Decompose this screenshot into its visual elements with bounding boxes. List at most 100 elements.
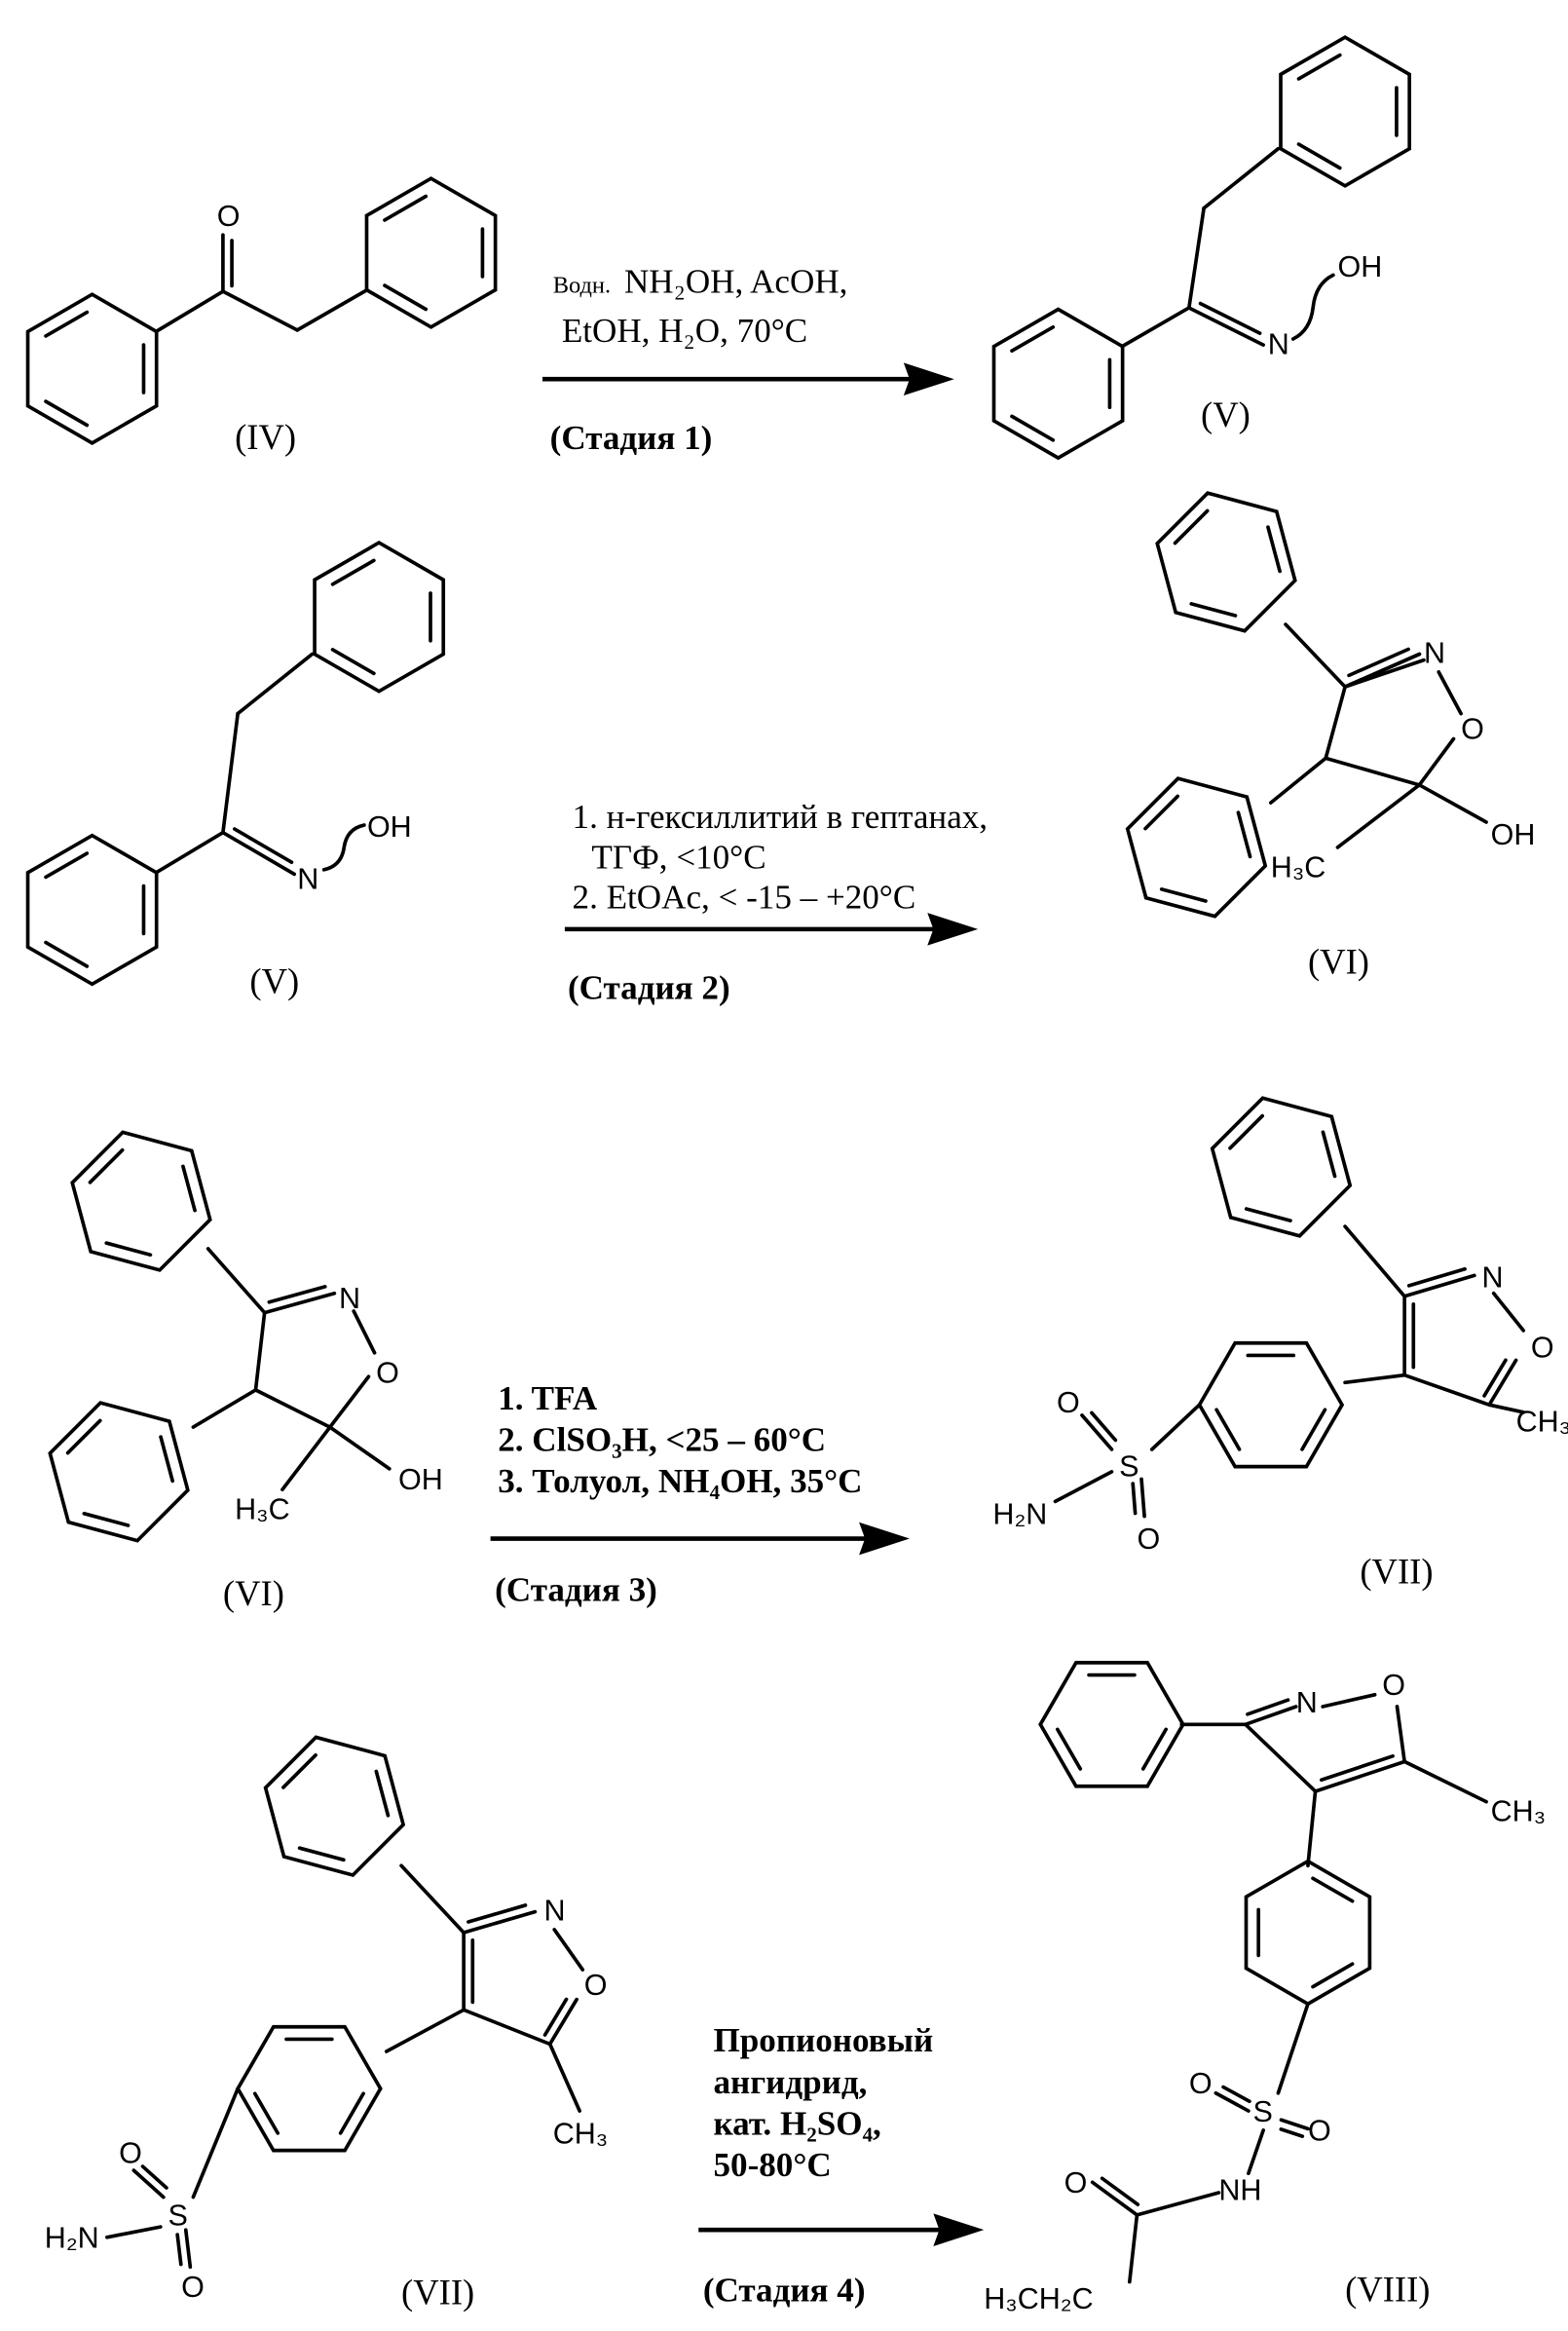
reaction-arrows	[491, 362, 985, 2246]
bond	[401, 1865, 464, 1933]
step3-stage-label: (Стадия 3)	[495, 1571, 657, 1609]
atom-h3ch2c: H₃CH₂C	[984, 2282, 1093, 2315]
bond	[1494, 1294, 1524, 1331]
bond	[1189, 308, 1263, 345]
bond	[223, 291, 297, 330]
bond	[1419, 739, 1453, 785]
bond	[223, 714, 238, 833]
aromatic-bond	[106, 1243, 150, 1255]
bond	[1404, 1375, 1489, 1406]
atom-ch3: CH₃	[1491, 1794, 1547, 1827]
wavy-bond	[1293, 275, 1333, 339]
atom-s: S	[1252, 2095, 1272, 2128]
step2-line1: 1. н-гексиллитий в гептанах,	[573, 798, 989, 836]
aromatic-bond	[161, 1437, 172, 1481]
bond	[1278, 2004, 1308, 2093]
bond	[1419, 785, 1486, 822]
bond	[545, 1999, 567, 2035]
bond	[1092, 1412, 1115, 1440]
bond	[464, 1912, 535, 1933]
bond	[177, 2235, 181, 2265]
benzene-ring	[28, 294, 157, 443]
bond	[1122, 308, 1189, 347]
aromatic-bond	[283, 1755, 316, 1787]
bond	[1409, 1269, 1465, 1286]
bond	[330, 1427, 390, 1469]
bond	[1484, 1360, 1506, 1396]
bond	[1137, 2193, 1218, 2215]
bond	[208, 1249, 265, 1313]
bond	[265, 1294, 335, 1313]
aromatic-bond	[1191, 604, 1235, 616]
bond	[1323, 1695, 1374, 1707]
aromatic-bond	[1145, 796, 1177, 828]
aromatic-bond	[1268, 527, 1280, 571]
aromatic-bond	[1230, 1116, 1262, 1148]
atom-ch3: CH₃	[1516, 1406, 1568, 1439]
atom-n: N	[297, 863, 318, 896]
bond	[1404, 1275, 1475, 1296]
atom-n: N	[1481, 1261, 1503, 1295]
atom-o: O	[217, 200, 241, 233]
aromatic-bond	[183, 1166, 195, 1210]
bond	[1398, 1707, 1405, 1761]
benzene-ring	[315, 543, 443, 692]
bond	[330, 1376, 369, 1427]
atom-o: O	[1308, 2115, 1331, 2148]
step3-line1: 1. TFA	[498, 1379, 598, 1417]
atom-s: S	[1119, 1449, 1139, 1483]
atom-h2n: H₂N	[45, 2221, 99, 2254]
benzene-ring	[993, 309, 1122, 458]
benzene-ring	[1157, 493, 1295, 631]
aromatic-bond	[1247, 1209, 1290, 1221]
bond	[143, 2166, 167, 2188]
step4-line1: Пропионовый	[714, 2021, 934, 2059]
atom-o: O	[1461, 713, 1484, 746]
benzene-ring	[1040, 1663, 1183, 1786]
aromatic-bond	[1238, 812, 1250, 856]
bond	[255, 1313, 264, 1390]
bond	[468, 1905, 526, 1922]
atom-ch3: CH₃	[553, 2118, 609, 2151]
compound-label-iv: (IV)	[235, 417, 296, 457]
bond	[238, 655, 312, 714]
atom-oh: OH	[367, 810, 412, 844]
step1-prefix: Водн.	[553, 273, 611, 299]
aromatic-bond	[91, 1150, 123, 1183]
atom-h2n: H₂N	[992, 1497, 1047, 1530]
bond	[1281, 2120, 1307, 2128]
aromatic-bond	[1176, 510, 1208, 543]
atom-o: O	[119, 2136, 142, 2169]
atom-o: O	[1137, 1523, 1160, 1556]
compound-label-vi: (VI)	[1308, 942, 1369, 982]
bond	[554, 1930, 582, 1970]
bond	[255, 1390, 329, 1427]
atom-oh: OH	[1491, 818, 1536, 851]
atom-n: N	[544, 1895, 566, 1928]
compound-label-vii-2: (VII)	[401, 2272, 474, 2312]
step3-line2: 2. ClSO₃H, <25 – 60°C	[498, 1421, 826, 1459]
bond	[1308, 1791, 1316, 1865]
step4-line3: кат. H₂SO₄,	[714, 2104, 881, 2142]
bond	[1204, 149, 1278, 208]
bond	[1345, 1375, 1404, 1383]
bond	[354, 1311, 374, 1353]
step4-line4: 50-80°C	[714, 2146, 832, 2184]
step1-stage-label: (Стадия 1)	[550, 419, 713, 457]
benzene-ring	[1281, 37, 1409, 186]
aromatic-bond	[68, 1420, 100, 1452]
arrowhead-3	[859, 1523, 910, 1556]
bond	[550, 2044, 580, 2111]
atom-n: N	[1268, 327, 1289, 360]
atom-o: O	[1189, 2067, 1213, 2100]
bond	[1325, 758, 1419, 784]
bond	[1345, 1226, 1404, 1297]
bond	[387, 2010, 464, 2051]
compound-label-vi-2: (VI)	[223, 1573, 284, 1613]
atom-n: N	[1424, 637, 1445, 670]
step1-reagents: NH₂OH, AcOH,	[624, 263, 848, 301]
bond	[1337, 785, 1419, 847]
benzene-ring	[366, 178, 495, 327]
bond	[186, 2230, 191, 2267]
